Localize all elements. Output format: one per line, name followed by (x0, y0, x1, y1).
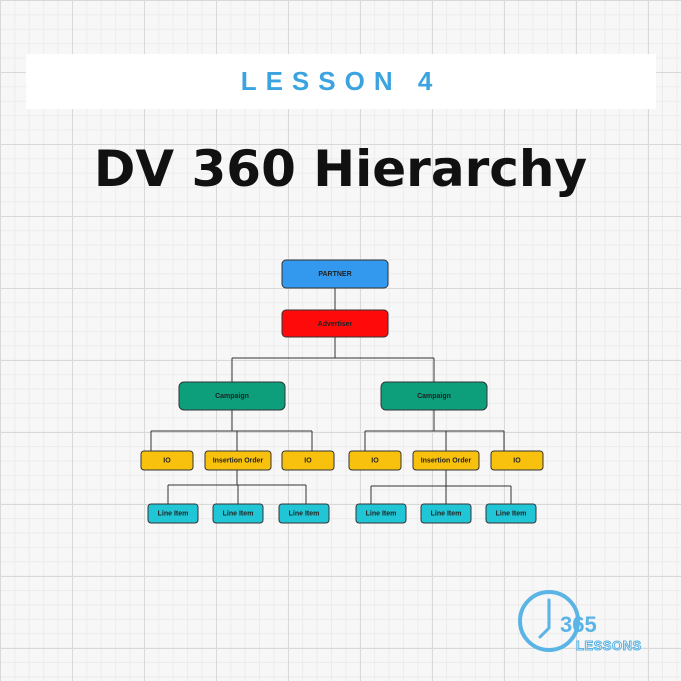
node-io-label: IO (513, 457, 521, 464)
connector-campaign-2-orders (364, 410, 505, 451)
node-campaign-label: Campaign (215, 393, 249, 400)
node-io-box (281, 450, 335, 471)
node-advertiser: Advertiser (281, 309, 389, 338)
node-line-item: Line Item (420, 503, 472, 524)
node-line-item-label: Line Item (366, 510, 397, 517)
node-line-item-label: Line Item (496, 510, 527, 517)
connector-campaign-1-orders (150, 410, 313, 451)
365-lessons-logo: 365 LESSONS (518, 590, 642, 654)
node-line-item-label: Line Item (223, 510, 254, 517)
connector-order-1-line-items (167, 470, 307, 504)
node-io: IO (281, 450, 335, 471)
node-io: IO (140, 450, 194, 471)
node-campaign: Campaign (380, 381, 488, 411)
node-line-item-box (147, 503, 199, 524)
logo-clock-hands (538, 598, 551, 639)
node-line-item: Line Item (355, 503, 407, 524)
node-io-label: IO (304, 457, 312, 464)
node-line-item: Line Item (485, 503, 537, 524)
node-campaign: Campaign (178, 381, 286, 411)
node-io-box (348, 450, 402, 471)
node-line-item-box (212, 503, 264, 524)
node-insertion-order-box (412, 450, 480, 471)
node-campaign-label: Campaign (417, 393, 451, 400)
node-line-item-box (355, 503, 407, 524)
logo-clock-icon (518, 590, 580, 652)
page-title: DV 360 Hierarchy (93, 140, 588, 198)
node-partner-label: PARTNER (318, 271, 351, 278)
node-line-item-label: Line Item (158, 510, 189, 517)
node-partner: PARTNER (281, 259, 389, 289)
node-insertion-order-box (204, 450, 272, 471)
node-advertiser-label: Advertiser (318, 321, 353, 328)
node-io: IO (490, 450, 544, 471)
lesson-label: LESSON 4 (240, 66, 442, 96)
node-campaign-box (380, 381, 488, 411)
logo-number: 365 (560, 612, 597, 637)
node-io-label: IO (371, 457, 379, 464)
node-insertion-order: Insertion Order (204, 450, 272, 471)
node-io-box (140, 450, 194, 471)
node-advertiser-box (281, 309, 389, 338)
node-line-item-label: Line Item (289, 510, 320, 517)
diagram-connectors (150, 288, 512, 504)
node-line-item: Line Item (212, 503, 264, 524)
node-line-item-box (278, 503, 330, 524)
node-line-item: Line Item (278, 503, 330, 524)
node-insertion-order: Insertion Order (412, 450, 480, 471)
connector-advertiser-campaigns (231, 337, 435, 382)
lesson-banner: LESSON 4 (26, 54, 656, 109)
node-insertion-order-label: Insertion Order (213, 457, 264, 464)
node-line-item: Line Item (147, 503, 199, 524)
node-line-item-label: Line Item (431, 510, 462, 517)
node-io-box (490, 450, 544, 471)
node-line-item-box (485, 503, 537, 524)
node-partner-box (281, 259, 389, 289)
node-line-item-box (420, 503, 472, 524)
node-io: IO (348, 450, 402, 471)
node-insertion-order-label: Insertion Order (421, 457, 472, 464)
node-io-label: IO (163, 457, 171, 464)
connector-order-2-line-items (370, 470, 512, 504)
logo-word: LESSONS (576, 638, 642, 653)
node-campaign-box (178, 381, 286, 411)
